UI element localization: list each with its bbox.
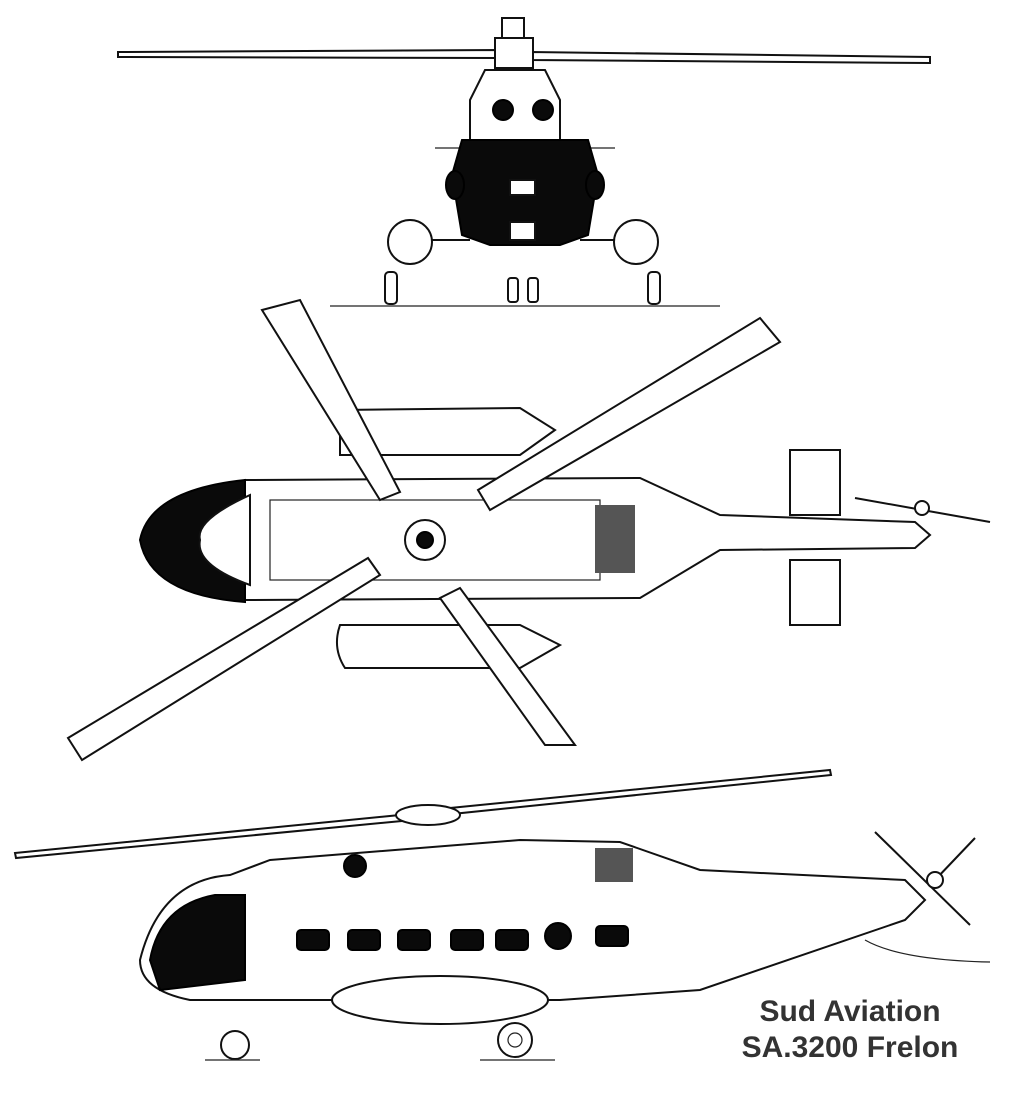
top-view [66, 298, 991, 762]
cabin-windows [296, 922, 629, 951]
manufacturer-label: Sud Aviation [759, 995, 941, 1028]
front-view [117, 17, 931, 307]
side-view [13, 768, 991, 1061]
model-label: SA.3200 Frelon [741, 1031, 959, 1064]
aircraft-caption: Sud Aviation SA.3200 Frelon [735, 994, 965, 1066]
